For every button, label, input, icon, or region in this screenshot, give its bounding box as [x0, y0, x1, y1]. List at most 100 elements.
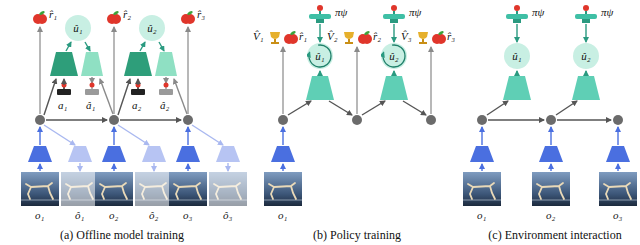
policy-knob: [514, 5, 520, 11]
flow-arrow: [153, 163, 154, 171]
math-label: ô₁: [75, 209, 84, 221]
math-label: πψ: [532, 6, 544, 18]
panel-caption: (c) Environment interaction: [488, 228, 621, 242]
apple-leaf: [438, 30, 445, 36]
observation-frame: [463, 172, 501, 206]
flow-arrow: [39, 127, 40, 145]
math-label: V̂₂: [327, 30, 338, 42]
flow-arrow: [329, 101, 352, 115]
flow-arrow: [46, 119, 107, 120]
cheetah-figure: [214, 183, 241, 199]
policy-icon: [575, 14, 597, 19]
flow-arrow: [140, 42, 145, 51]
flow-arrow: [516, 24, 517, 42]
flow-arrow: [165, 77, 166, 83]
observation-frame: [532, 172, 570, 206]
policy-stem: [585, 11, 587, 14]
math-label: V̂₃: [401, 30, 412, 42]
math-label: o₃: [183, 209, 192, 221]
policy-icon: [506, 14, 528, 19]
flow-arrow: [585, 71, 586, 76]
latent-state-dot: [183, 115, 193, 125]
flow-arrow: [39, 164, 40, 171]
flow-arrow: [617, 164, 618, 171]
inverse-trapezoid: [81, 52, 103, 76]
latent-action-label: û₁: [73, 22, 82, 34]
encoder-trapezoid: [606, 146, 630, 162]
math-label: r̂₂: [373, 30, 381, 42]
math-label: ô₂: [149, 209, 158, 221]
value-trophy: [270, 32, 280, 39]
action-icon: [85, 89, 99, 95]
trophy-base: [345, 42, 353, 44]
flow-arrow: [550, 127, 551, 145]
flow-arrow: [393, 24, 394, 42]
cheetah-figure: [26, 183, 53, 199]
decoder-trapezoid: [68, 146, 92, 162]
observation-image: [135, 172, 173, 206]
cheetah-figure: [66, 183, 93, 199]
latent-action-circle: û₁: [65, 15, 91, 41]
math-label: r̂₁: [299, 30, 307, 42]
encoder-trapezoid: [470, 146, 494, 162]
inverse-trapezoid: [155, 52, 177, 76]
latent-state-dot: [352, 115, 362, 125]
observation-image: [264, 172, 302, 206]
flow-arrow: [362, 101, 385, 115]
flow-arrow: [118, 79, 130, 115]
encoder-trapezoid: [28, 146, 52, 162]
reward-apple: [111, 14, 121, 24]
math-label: V̂₁: [253, 30, 264, 42]
dynamics-trapezoid: [124, 52, 152, 76]
latent-action-decoder: [306, 76, 334, 100]
flow-arrow: [319, 24, 320, 42]
math-label: o₃: [613, 209, 622, 221]
latent-action-label: û₁: [512, 50, 521, 62]
flow-arrow: [100, 79, 113, 114]
math-label: o₁: [278, 209, 287, 221]
flow-arrow: [227, 163, 228, 171]
math-label: πψ: [409, 6, 421, 18]
policy-icon: [582, 19, 590, 23]
observation-frame: [61, 172, 99, 206]
latent-state-dot: [278, 115, 288, 125]
reward-apple: [362, 34, 372, 44]
policy-knob: [391, 5, 397, 11]
action-icon: [131, 89, 145, 95]
cheetah-figure: [468, 183, 495, 199]
math-label: r̂₂: [123, 8, 131, 20]
math-label: â₁: [86, 99, 95, 111]
flow-arrow: [79, 163, 80, 171]
dynamics-trapezoid: [50, 52, 78, 76]
observation-frame: [209, 172, 247, 206]
observation-frame: [95, 172, 133, 206]
observation-frame: [135, 172, 173, 206]
action-knob: [164, 83, 169, 88]
flow-arrow: [113, 164, 114, 171]
latent-action-label: û₂: [389, 50, 398, 62]
policy-stem: [319, 11, 321, 14]
flow-arrow: [393, 71, 394, 76]
flow-arrow: [319, 71, 320, 76]
latent-state-dot: [109, 115, 119, 125]
flow-arrow: [85, 42, 90, 51]
encoder-trapezoid: [271, 146, 295, 162]
reward-apple: [37, 14, 47, 24]
latent-action-decoder: [503, 76, 531, 100]
observation-image: [169, 172, 207, 206]
cheetah-figure: [140, 183, 167, 199]
math-label: o₁: [477, 209, 486, 221]
flow-arrow: [481, 164, 482, 171]
policy-icon: [316, 19, 324, 23]
flow-arrow: [282, 127, 283, 145]
decoder-trapezoid: [142, 146, 166, 162]
observation-image: [532, 172, 570, 206]
cheetah-figure: [174, 183, 201, 199]
flow-arrow: [39, 27, 40, 114]
math-label: r̂₃: [447, 30, 455, 42]
observation-frame: [599, 172, 637, 206]
policy-icon: [309, 14, 331, 19]
observation-image: [95, 172, 133, 206]
policy-stem: [516, 11, 518, 14]
